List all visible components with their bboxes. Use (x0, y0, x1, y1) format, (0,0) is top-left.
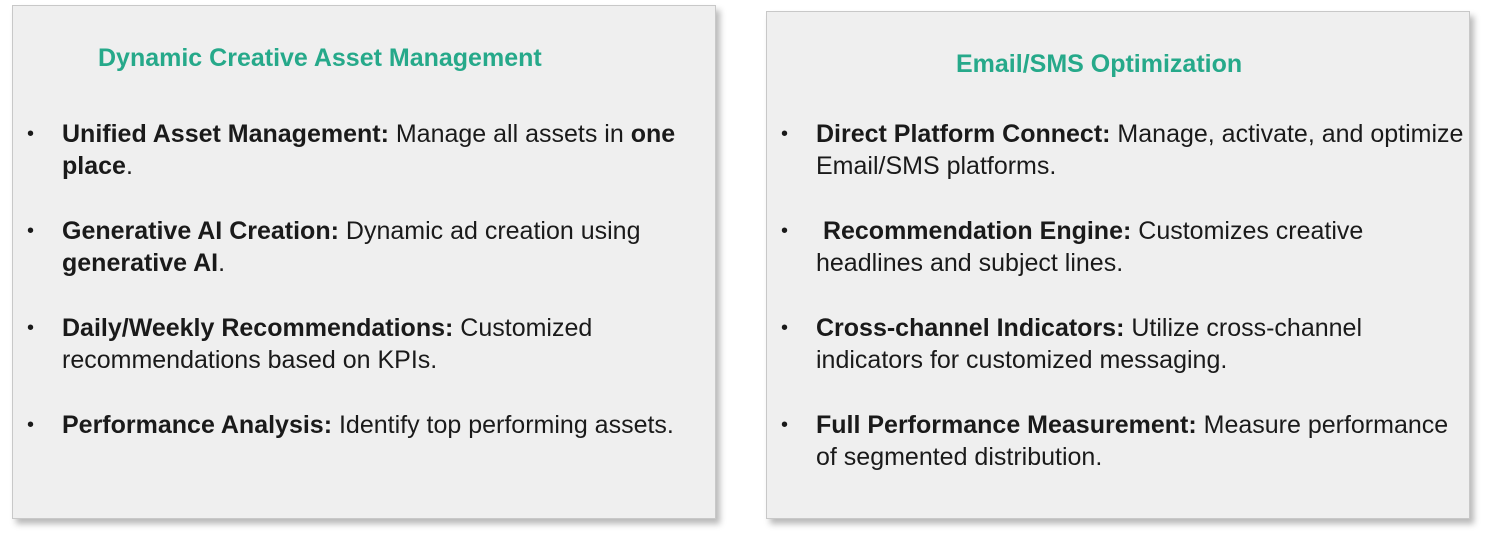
bullet-icon: • (781, 220, 789, 242)
list-item: • Unified Asset Management: Manage all a… (25, 118, 715, 182)
item-emphasis: one place (62, 120, 676, 180)
list-item: • Generative AI Creation: Dynamic ad cre… (25, 215, 715, 279)
bullet-icon: • (781, 123, 789, 145)
list-item: • Performance Analysis: Identify top per… (25, 409, 715, 473)
item-heading: Direct Platform Connect: (816, 120, 1111, 148)
item-text: Manage all assets in (388, 120, 631, 148)
item-text: Customizes creative headlines and subjec… (816, 217, 1364, 277)
item-heading: Performance Analysis: (62, 411, 333, 439)
bullet-icon: • (27, 414, 35, 436)
bullet-icon: • (27, 317, 35, 339)
item-tail: . (125, 152, 133, 180)
feature-list: • Unified Asset Management: Manage all a… (25, 118, 715, 506)
list-item: • Cross-channel Indicators: Utilize cros… (779, 312, 1469, 376)
bullet-icon: • (781, 414, 789, 436)
card-title: Dynamic Creative Asset Management (98, 44, 542, 72)
item-text: Dynamic ad creation using (338, 217, 641, 245)
item-text: Measure performance of segmented distrib… (816, 411, 1449, 471)
item-heading: Daily/Weekly Recommendations: (62, 314, 454, 342)
item-text: Utilize cross-channel indicators for cus… (816, 314, 1362, 374)
item-heading: Unified Asset Management: (62, 120, 389, 148)
email-sms-optimization-card: Email/SMS Optimization • Direct Platform… (766, 11, 1470, 519)
list-item: • Daily/Weekly Recommendations: Customiz… (25, 312, 715, 376)
bullet-icon: • (27, 123, 35, 145)
bullet-icon: • (781, 317, 789, 339)
item-heading: Recommendation Engine: (816, 217, 1132, 245)
list-item: • Direct Platform Connect: Manage, activ… (779, 118, 1469, 182)
item-heading: Cross-channel Indicators: (816, 314, 1125, 342)
item-tail: . (218, 249, 226, 277)
item-heading: Generative AI Creation: (62, 217, 339, 245)
dynamic-creative-asset-management-card: Dynamic Creative Asset Management • Unif… (12, 5, 716, 519)
feature-list: • Direct Platform Connect: Manage, activ… (779, 118, 1469, 506)
item-text: Identify top performing assets. (332, 411, 674, 439)
list-item: • Full Performance Measurement: Measure … (779, 409, 1469, 473)
item-emphasis: generative AI (62, 249, 219, 277)
item-text: Customized recommendations based on KPIs… (62, 314, 593, 374)
bullet-icon: • (27, 220, 35, 242)
card-title: Email/SMS Optimization (956, 50, 1243, 78)
item-text: Manage, activate, and optimize Email/SMS… (816, 120, 1464, 180)
item-heading: Full Performance Measurement: (816, 411, 1197, 439)
list-item: • Recommendation Engine: Customizes crea… (779, 215, 1469, 279)
